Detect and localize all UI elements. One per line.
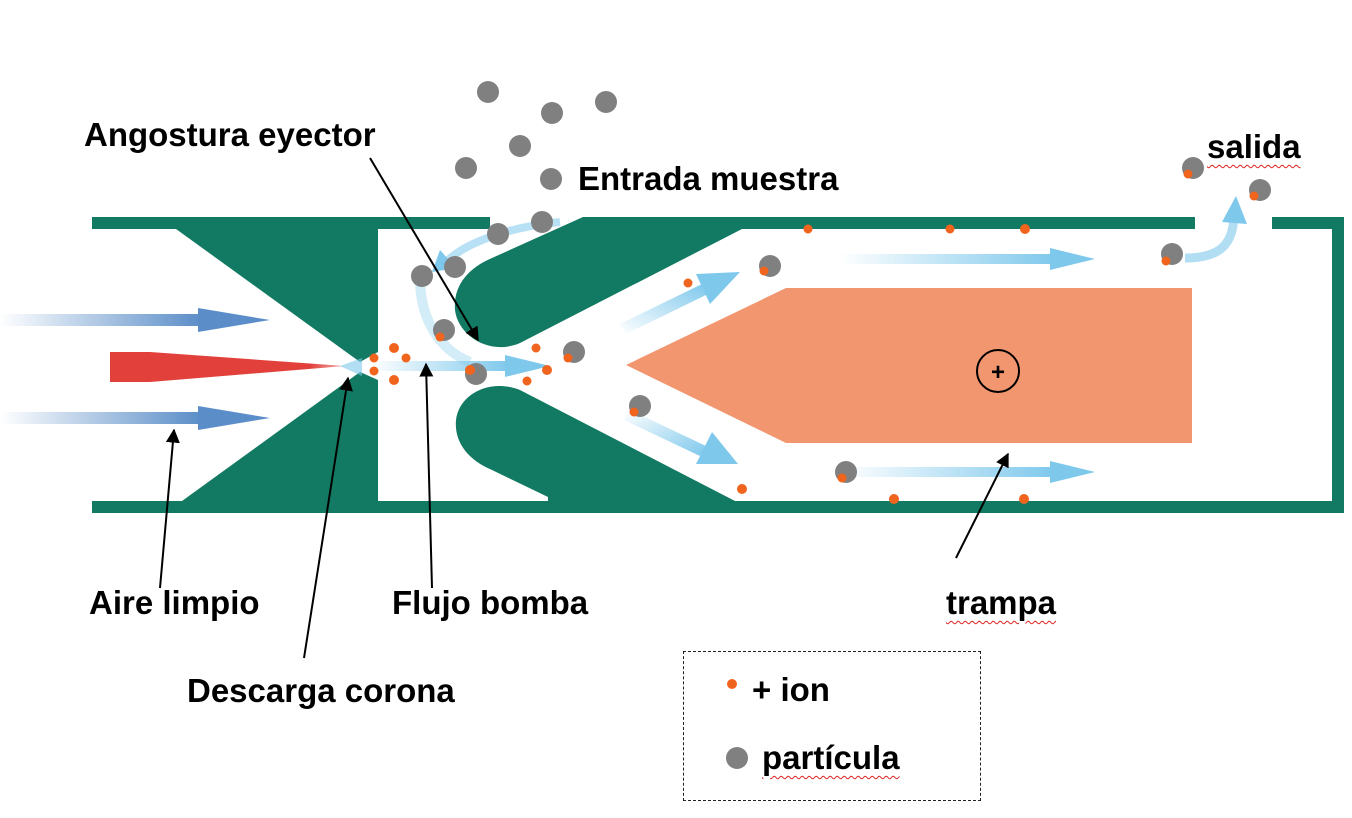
top-wall-outlet-right [1272, 217, 1344, 229]
leader-flujo [419, 362, 434, 589]
clean-air-arrows [0, 308, 270, 430]
leader-trampa [955, 452, 1009, 559]
right-wall [1332, 217, 1344, 513]
leader-lines [159, 157, 1009, 659]
particles [411, 81, 1271, 483]
leader-descarga [303, 376, 353, 659]
housing [92, 217, 1344, 513]
legend [683, 651, 981, 801]
ions [369, 169, 1259, 504]
top-wall-right [583, 217, 1195, 229]
label-trampa: trampa [946, 584, 1057, 621]
legend-ion-label: + ion [752, 671, 830, 708]
bottom-wall [92, 501, 1344, 513]
inlet-wedge-bottom [182, 372, 378, 501]
legend-ion-marker [727, 679, 737, 689]
ejector-lobe-upper [454, 217, 742, 348]
trap-electrode [626, 288, 1192, 443]
angostura-word: Angostura eyector [84, 116, 376, 153]
corona-needle [110, 352, 345, 382]
leader-aire [159, 428, 180, 589]
trap-plus-circle [976, 349, 1020, 393]
label-angostura-eyector: Angostura eyector [84, 118, 376, 151]
legend-particle-label: partícula [762, 739, 900, 776]
label-entrada-muestra: Entrada muestra [578, 160, 839, 197]
ejector-lobe-lower [455, 385, 735, 501]
label-aire-limpio: Aire limpio [89, 584, 260, 621]
nozzle-block-top [378, 217, 490, 229]
legend-particle-marker [726, 747, 748, 769]
leader-angostura [369, 157, 479, 342]
corona-tip-glow [340, 358, 362, 376]
label-descarga-corona: Descarga corona [187, 672, 455, 709]
inlet-wedge-top [176, 229, 378, 362]
trap-plus-symbol: + [991, 359, 1005, 386]
label-salida: salida [1207, 128, 1301, 165]
label-flujo-bomba: Flujo bomba [392, 584, 589, 621]
